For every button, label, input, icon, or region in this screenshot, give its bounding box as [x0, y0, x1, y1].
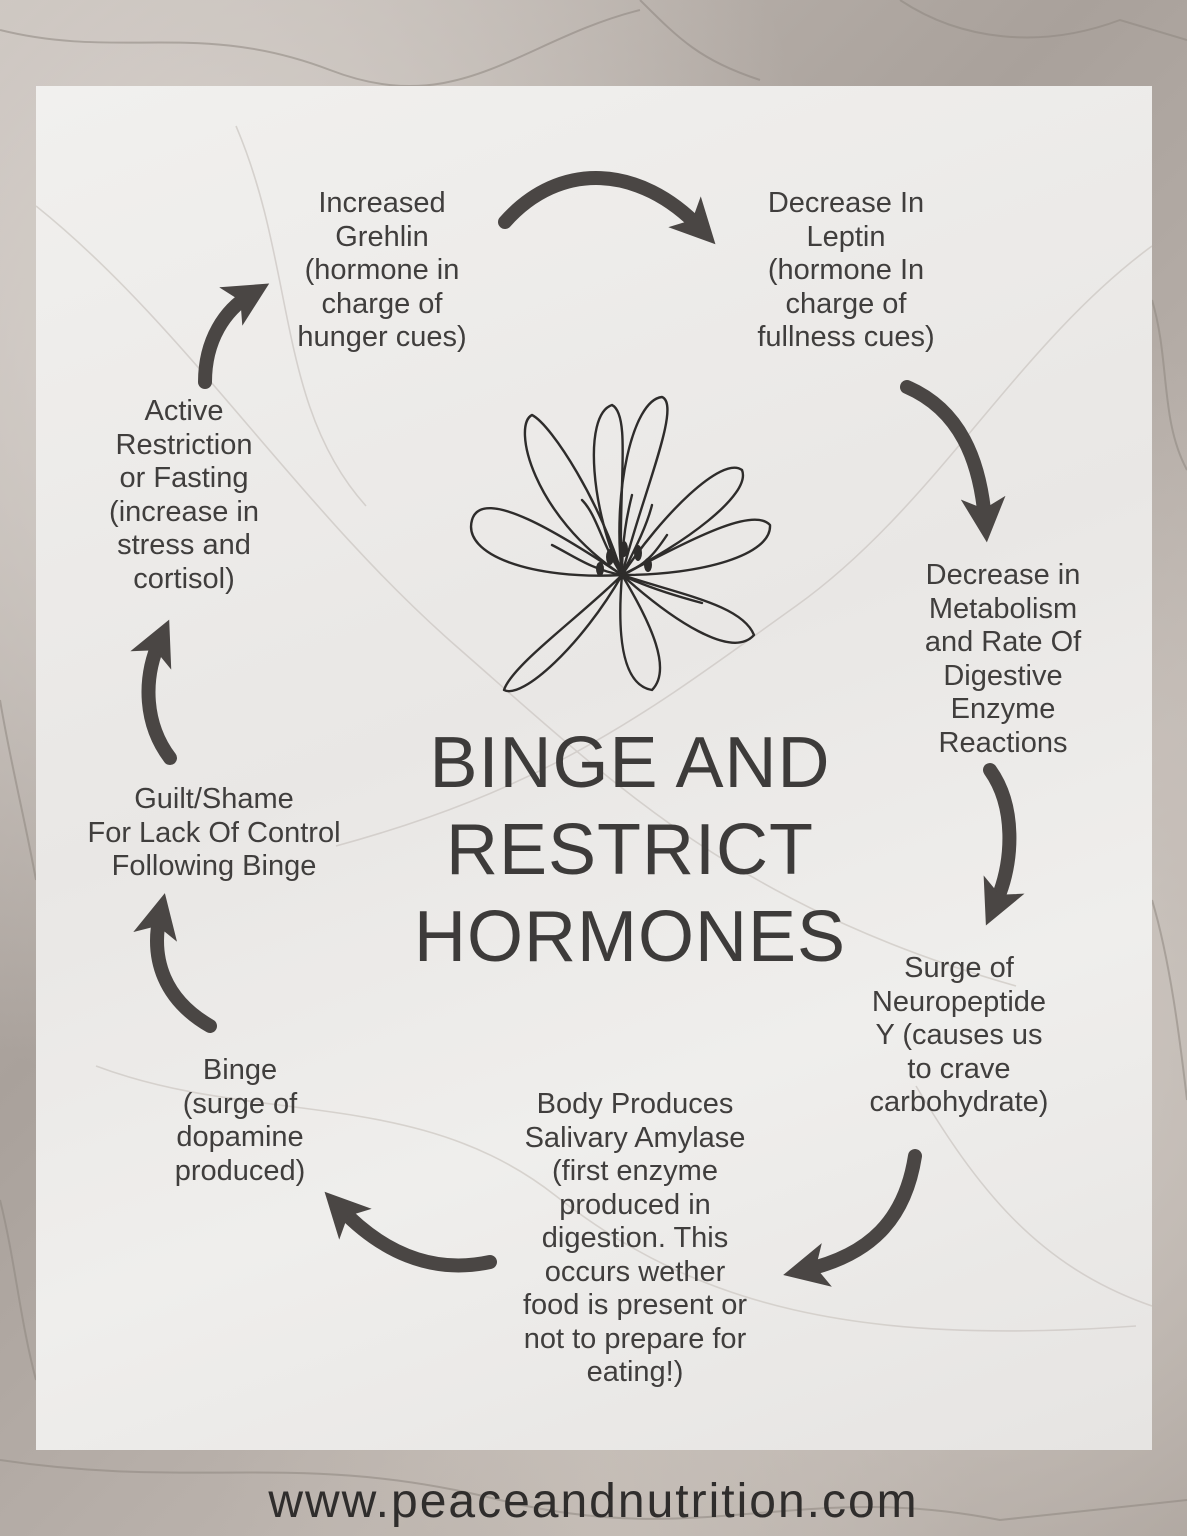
panel-marble-veins: [36, 125, 1152, 1332]
website-url: www.peaceandnutrition.com: [268, 1475, 919, 1528]
